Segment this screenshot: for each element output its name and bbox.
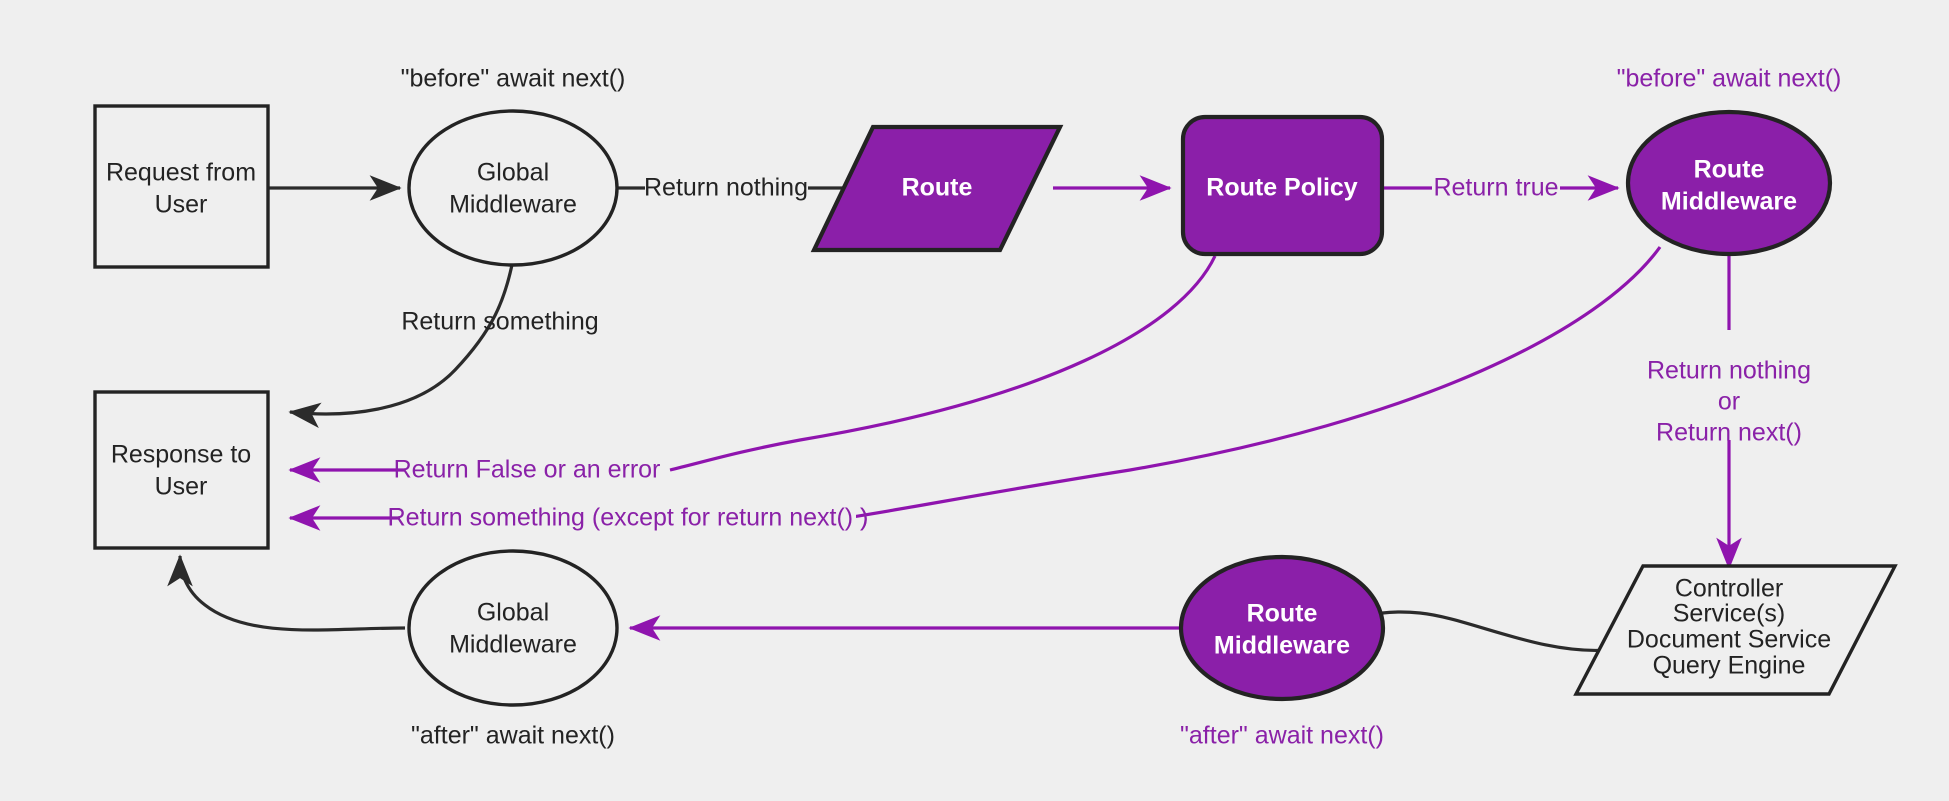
edge-label-return-something: Return something xyxy=(401,308,598,336)
edge-label-return-nothing: Return nothing xyxy=(644,174,808,202)
annotation-before-await-next-route: "before" await next() xyxy=(1617,65,1842,93)
node-controller-line1: Controller xyxy=(1675,575,1783,603)
node-controller-services[interactable]: Controller Service(s) Document Service Q… xyxy=(1573,564,1898,696)
node-request-from-user[interactable]: Request from User xyxy=(93,104,270,269)
edge-label-or: or xyxy=(1718,388,1740,416)
node-route-label: Route xyxy=(902,174,973,202)
node-request-label-line2: User xyxy=(155,191,208,219)
node-route-policy[interactable]: Route Policy xyxy=(1180,114,1385,257)
node-global-middleware-top-line2: Middleware xyxy=(449,191,577,219)
edge-controller-to-route-middleware-bottom xyxy=(1348,599,1609,653)
edge-route-policy-to-route-middleware: Return true xyxy=(1383,174,1620,202)
edge-route-middleware-to-controller: Return nothing or Return next() xyxy=(1647,253,1811,570)
node-route-middleware-bottom[interactable]: Route Middleware xyxy=(1178,554,1386,702)
edge-global-middleware-to-route: Return nothing xyxy=(618,174,882,202)
node-request-label-line1: Request from xyxy=(106,159,256,187)
node-global-middleware-bottom[interactable]: Global Middleware xyxy=(407,549,619,707)
node-response-label-line2: User xyxy=(155,473,208,501)
node-global-middleware-top-line1: Global xyxy=(477,159,549,187)
annotation-before-await-next-global: "before" await next() xyxy=(401,65,626,93)
node-route-middleware-bottom-line2: Middleware xyxy=(1214,632,1350,660)
node-response-to-user[interactable]: Response to User xyxy=(93,390,270,550)
node-route-middleware-top[interactable]: Route Middleware xyxy=(1625,109,1833,257)
node-route-middleware-bottom-line1: Route xyxy=(1247,600,1318,628)
edge-global-middleware-to-response: Return something xyxy=(288,259,599,429)
node-global-middleware-top[interactable]: Global Middleware xyxy=(407,109,619,267)
annotation-after-await-next-global: "after" await next() xyxy=(411,722,615,750)
node-controller-line4: Query Engine xyxy=(1653,652,1806,680)
node-controller-line2: Service(s) xyxy=(1673,600,1786,628)
edge-label-return-next: Return next() xyxy=(1656,419,1802,447)
node-controller-line3: Document Service xyxy=(1627,626,1831,654)
annotation-after-await-next-route: "after" await next() xyxy=(1180,722,1384,750)
node-response-label-line1: Response to xyxy=(111,441,251,469)
edge-route-policy-to-response: Return False or an error xyxy=(288,255,1217,484)
edge-label-return-something-except-text: Return something (except for return next… xyxy=(388,504,869,532)
node-global-middleware-bottom-line2: Middleware xyxy=(449,631,577,659)
edge-label-return-true: Return true xyxy=(1433,174,1558,202)
edge-route-middleware-to-response: Return something (except for return next… xyxy=(288,246,1662,533)
node-route-middleware-top-line1: Route xyxy=(1694,156,1765,184)
edge-label-return-false-or-error: Return False or an error xyxy=(394,456,661,484)
edge-global-middleware-bottom-to-response xyxy=(167,554,406,632)
edge-label-return-nothing-right: Return nothing xyxy=(1647,357,1811,385)
node-route-middleware-top-line2: Middleware xyxy=(1661,188,1797,216)
node-route[interactable]: Route xyxy=(810,124,1064,253)
node-global-middleware-bottom-line1: Global xyxy=(477,599,549,627)
node-route-policy-label: Route Policy xyxy=(1206,174,1358,202)
